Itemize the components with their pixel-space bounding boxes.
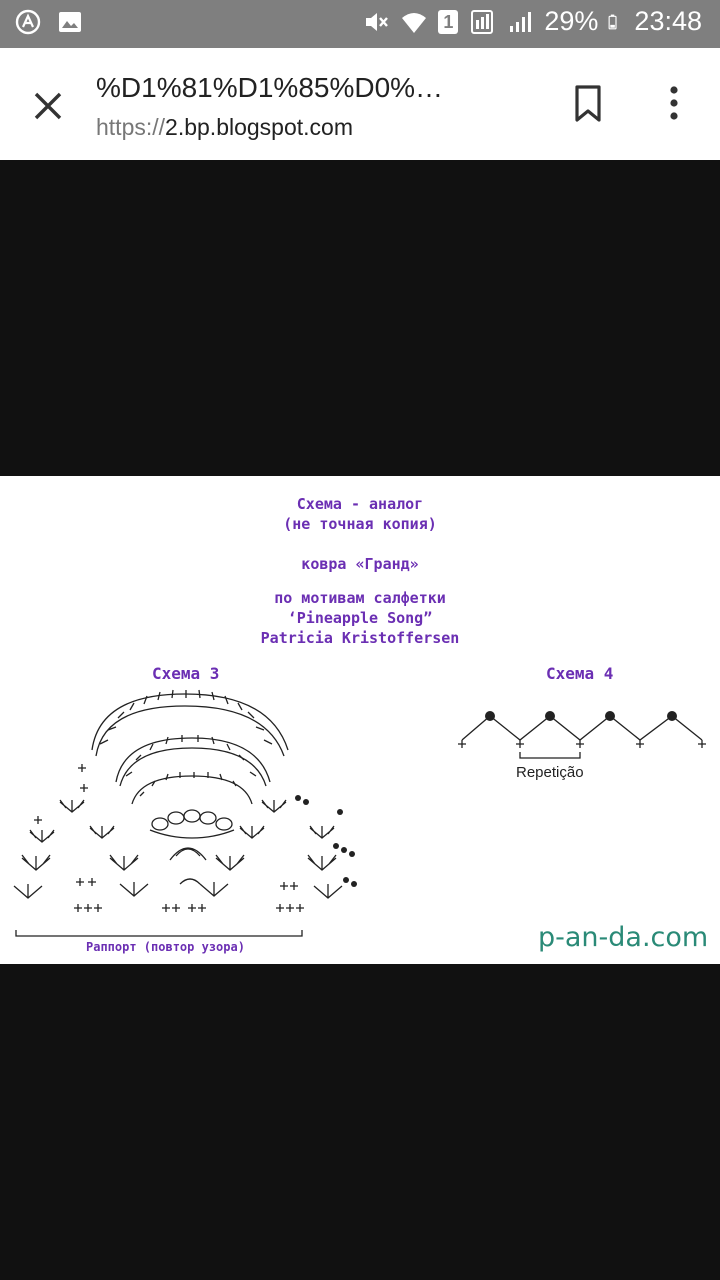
- image-backdrop-top: [0, 160, 720, 476]
- heading-line-1: Схема - аналог: [296, 495, 424, 513]
- close-icon[interactable]: [28, 86, 68, 126]
- url-host: 2.bp.blogspot.com: [165, 114, 353, 140]
- page-url[interactable]: https://2.bp.blogspot.com: [96, 114, 353, 141]
- watermark: p-an-da.com: [538, 922, 709, 953]
- crochet-diagram-image[interactable]: Схема - аналог (не точная копия) ковра «…: [0, 476, 720, 964]
- schema-4-label: Схема 4: [546, 664, 614, 683]
- wifi-icon: [402, 12, 427, 33]
- app-icon: [15, 9, 41, 35]
- bookmark-icon[interactable]: [572, 84, 604, 124]
- repetition-label: Repetição: [516, 764, 584, 781]
- heading-line-5: ‘Pineapple Song”: [287, 609, 433, 627]
- more-vert-icon[interactable]: [662, 84, 686, 124]
- battery-percent: 29%: [544, 6, 599, 36]
- image-icon: [59, 12, 81, 32]
- status-bar: 1 29% 23:48: [0, 0, 720, 48]
- heading-line-6: Patricia Kristoffersen: [260, 629, 460, 647]
- signal-icon: [510, 11, 532, 32]
- browser-toolbar: %D1%81%D1%85%D0%… https://2.bp.blogspot.…: [0, 48, 720, 161]
- battery-icon: [608, 14, 617, 29]
- mute-icon: [366, 12, 389, 31]
- sim-icon: [471, 9, 494, 34]
- schema-3-label: Схема 3: [152, 664, 220, 683]
- clock: 23:48: [634, 6, 702, 36]
- page-title: %D1%81%D1%85%D0%…: [96, 72, 444, 103]
- rapport-label: Раппорт (повтор узора): [86, 940, 245, 954]
- crochet-chart-drawing: [13, 689, 706, 937]
- heading-line-3: ковра «Гранд»: [301, 555, 419, 573]
- heading-line-4: по мотивам салфетки: [274, 589, 446, 607]
- image-backdrop-bottom: [0, 964, 720, 1280]
- url-scheme: https://: [96, 114, 166, 140]
- sim-badge: 1: [438, 9, 459, 34]
- heading-line-2: (не точная копия): [283, 515, 437, 533]
